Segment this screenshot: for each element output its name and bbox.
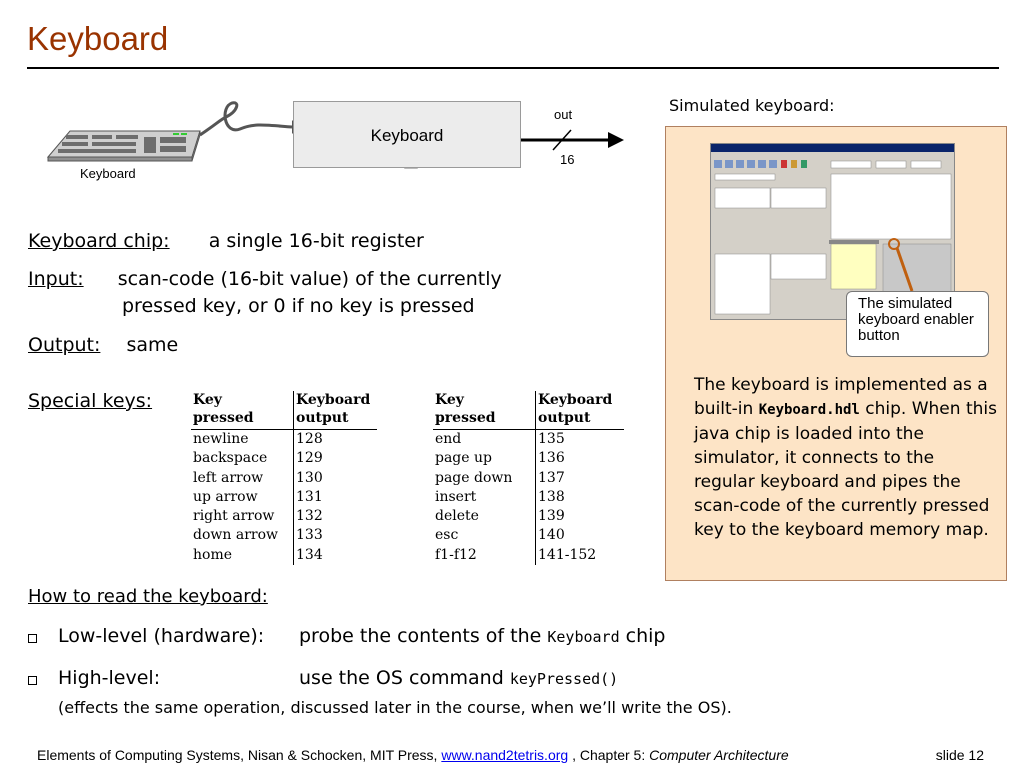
- chapter-title: Computer Architecture: [649, 747, 789, 763]
- simulator-window-graphic: [711, 144, 954, 315]
- key-code-cell: 132: [296, 508, 323, 525]
- out-label: out: [554, 107, 573, 122]
- key-code-cell: 133: [296, 527, 323, 544]
- chip-label: Keyboard: [370, 126, 444, 145]
- key-code-cell: 129: [296, 450, 323, 467]
- callout-pointer: [888, 238, 914, 292]
- output-heading: Output:: [28, 334, 101, 356]
- key-code-cell: 139: [538, 508, 565, 525]
- keypressed-code: keyPressed(): [509, 670, 619, 688]
- title-divider: [27, 67, 999, 69]
- input-line: Input: scan-code (16-bit value) of the c…: [28, 268, 502, 290]
- key-code-cell: 140: [538, 527, 565, 544]
- input-description-1: scan-code (16-bit value) of the currentl…: [117, 268, 502, 290]
- special-keys-heading: Special keys:: [28, 390, 153, 412]
- chip-heading: Keyboard chip:: [28, 230, 170, 252]
- key-code-cell: 137: [538, 469, 565, 486]
- keyboard-hdl-code: Keyboard.hdl: [758, 402, 860, 418]
- device-label: Keyboard: [80, 166, 136, 181]
- key-name-cell: insert: [433, 487, 536, 508]
- key-code-cell: 134: [296, 546, 323, 563]
- key-name-cell: home: [191, 545, 294, 566]
- how-to-heading: How to read the keyboard:: [28, 586, 268, 607]
- slide-title: Keyboard: [27, 20, 169, 57]
- input-description-2: pressed key, or 0 if no key is pressed: [122, 295, 475, 317]
- enabler-button-callout: The simulated keyboard enabler button: [846, 291, 989, 357]
- bullet-icon: [28, 634, 37, 643]
- key-name-cell: backspace: [191, 449, 294, 469]
- low-level-label: Low-level (hardware):: [58, 625, 265, 647]
- slide-number: slide 12: [935, 747, 984, 763]
- key-name-cell: delete: [433, 507, 536, 527]
- simulated-description: The keyboard is implemented as a built-i…: [694, 375, 997, 540]
- key-name-cell: page up: [433, 449, 536, 469]
- high-level-label: High-level:: [58, 667, 161, 689]
- key-name-cell: esc: [433, 526, 536, 546]
- key-name-cell: up arrow: [191, 487, 294, 508]
- footer: Elements of Computing Systems, Nisan & S…: [37, 747, 789, 763]
- chip-description: a single 16-bit register: [208, 230, 424, 252]
- bus-width-label: 16: [560, 152, 575, 167]
- chip-info-line: Keyboard chip: a single 16-bit register: [28, 230, 424, 252]
- key-code-cell: 131: [296, 488, 323, 505]
- bullet-icon: [28, 676, 37, 685]
- keyboard-device-icon: [46, 130, 201, 162]
- key-name-cell: left arrow: [191, 468, 294, 488]
- website-link[interactable]: www.nand2tetris.org: [441, 747, 569, 763]
- key-code-cell: 130: [296, 469, 323, 486]
- key-code-cell: 136: [538, 450, 565, 467]
- key-code-cell: 141-152: [538, 546, 597, 563]
- output-description: same: [126, 334, 179, 356]
- high-level-text: use the OS command keyPressed(): [299, 667, 619, 689]
- key-name-cell: newline: [191, 429, 294, 450]
- keyboard-code: Keyboard: [547, 628, 620, 646]
- low-level-text: probe the contents of the Keyboard chip: [299, 625, 666, 647]
- simulator-screenshot: [710, 143, 955, 320]
- os-note: (effects the same operation, discussed l…: [58, 698, 732, 717]
- key-name-cell: f1-f12: [433, 545, 536, 566]
- key-name-cell: down arrow: [191, 526, 294, 546]
- key-name-cell: end: [433, 429, 536, 450]
- key-name-cell: right arrow: [191, 507, 294, 527]
- key-name-cell: page down: [433, 468, 536, 488]
- simulated-heading: Simulated keyboard:: [669, 96, 835, 115]
- key-code-cell: 138: [538, 488, 565, 505]
- output-line: Output: same: [28, 334, 178, 356]
- key-code-cell: 135: [538, 431, 565, 447]
- keyboard-chip-box: [293, 101, 521, 168]
- input-heading: Input:: [28, 268, 84, 290]
- key-code-cell: 128: [296, 431, 323, 447]
